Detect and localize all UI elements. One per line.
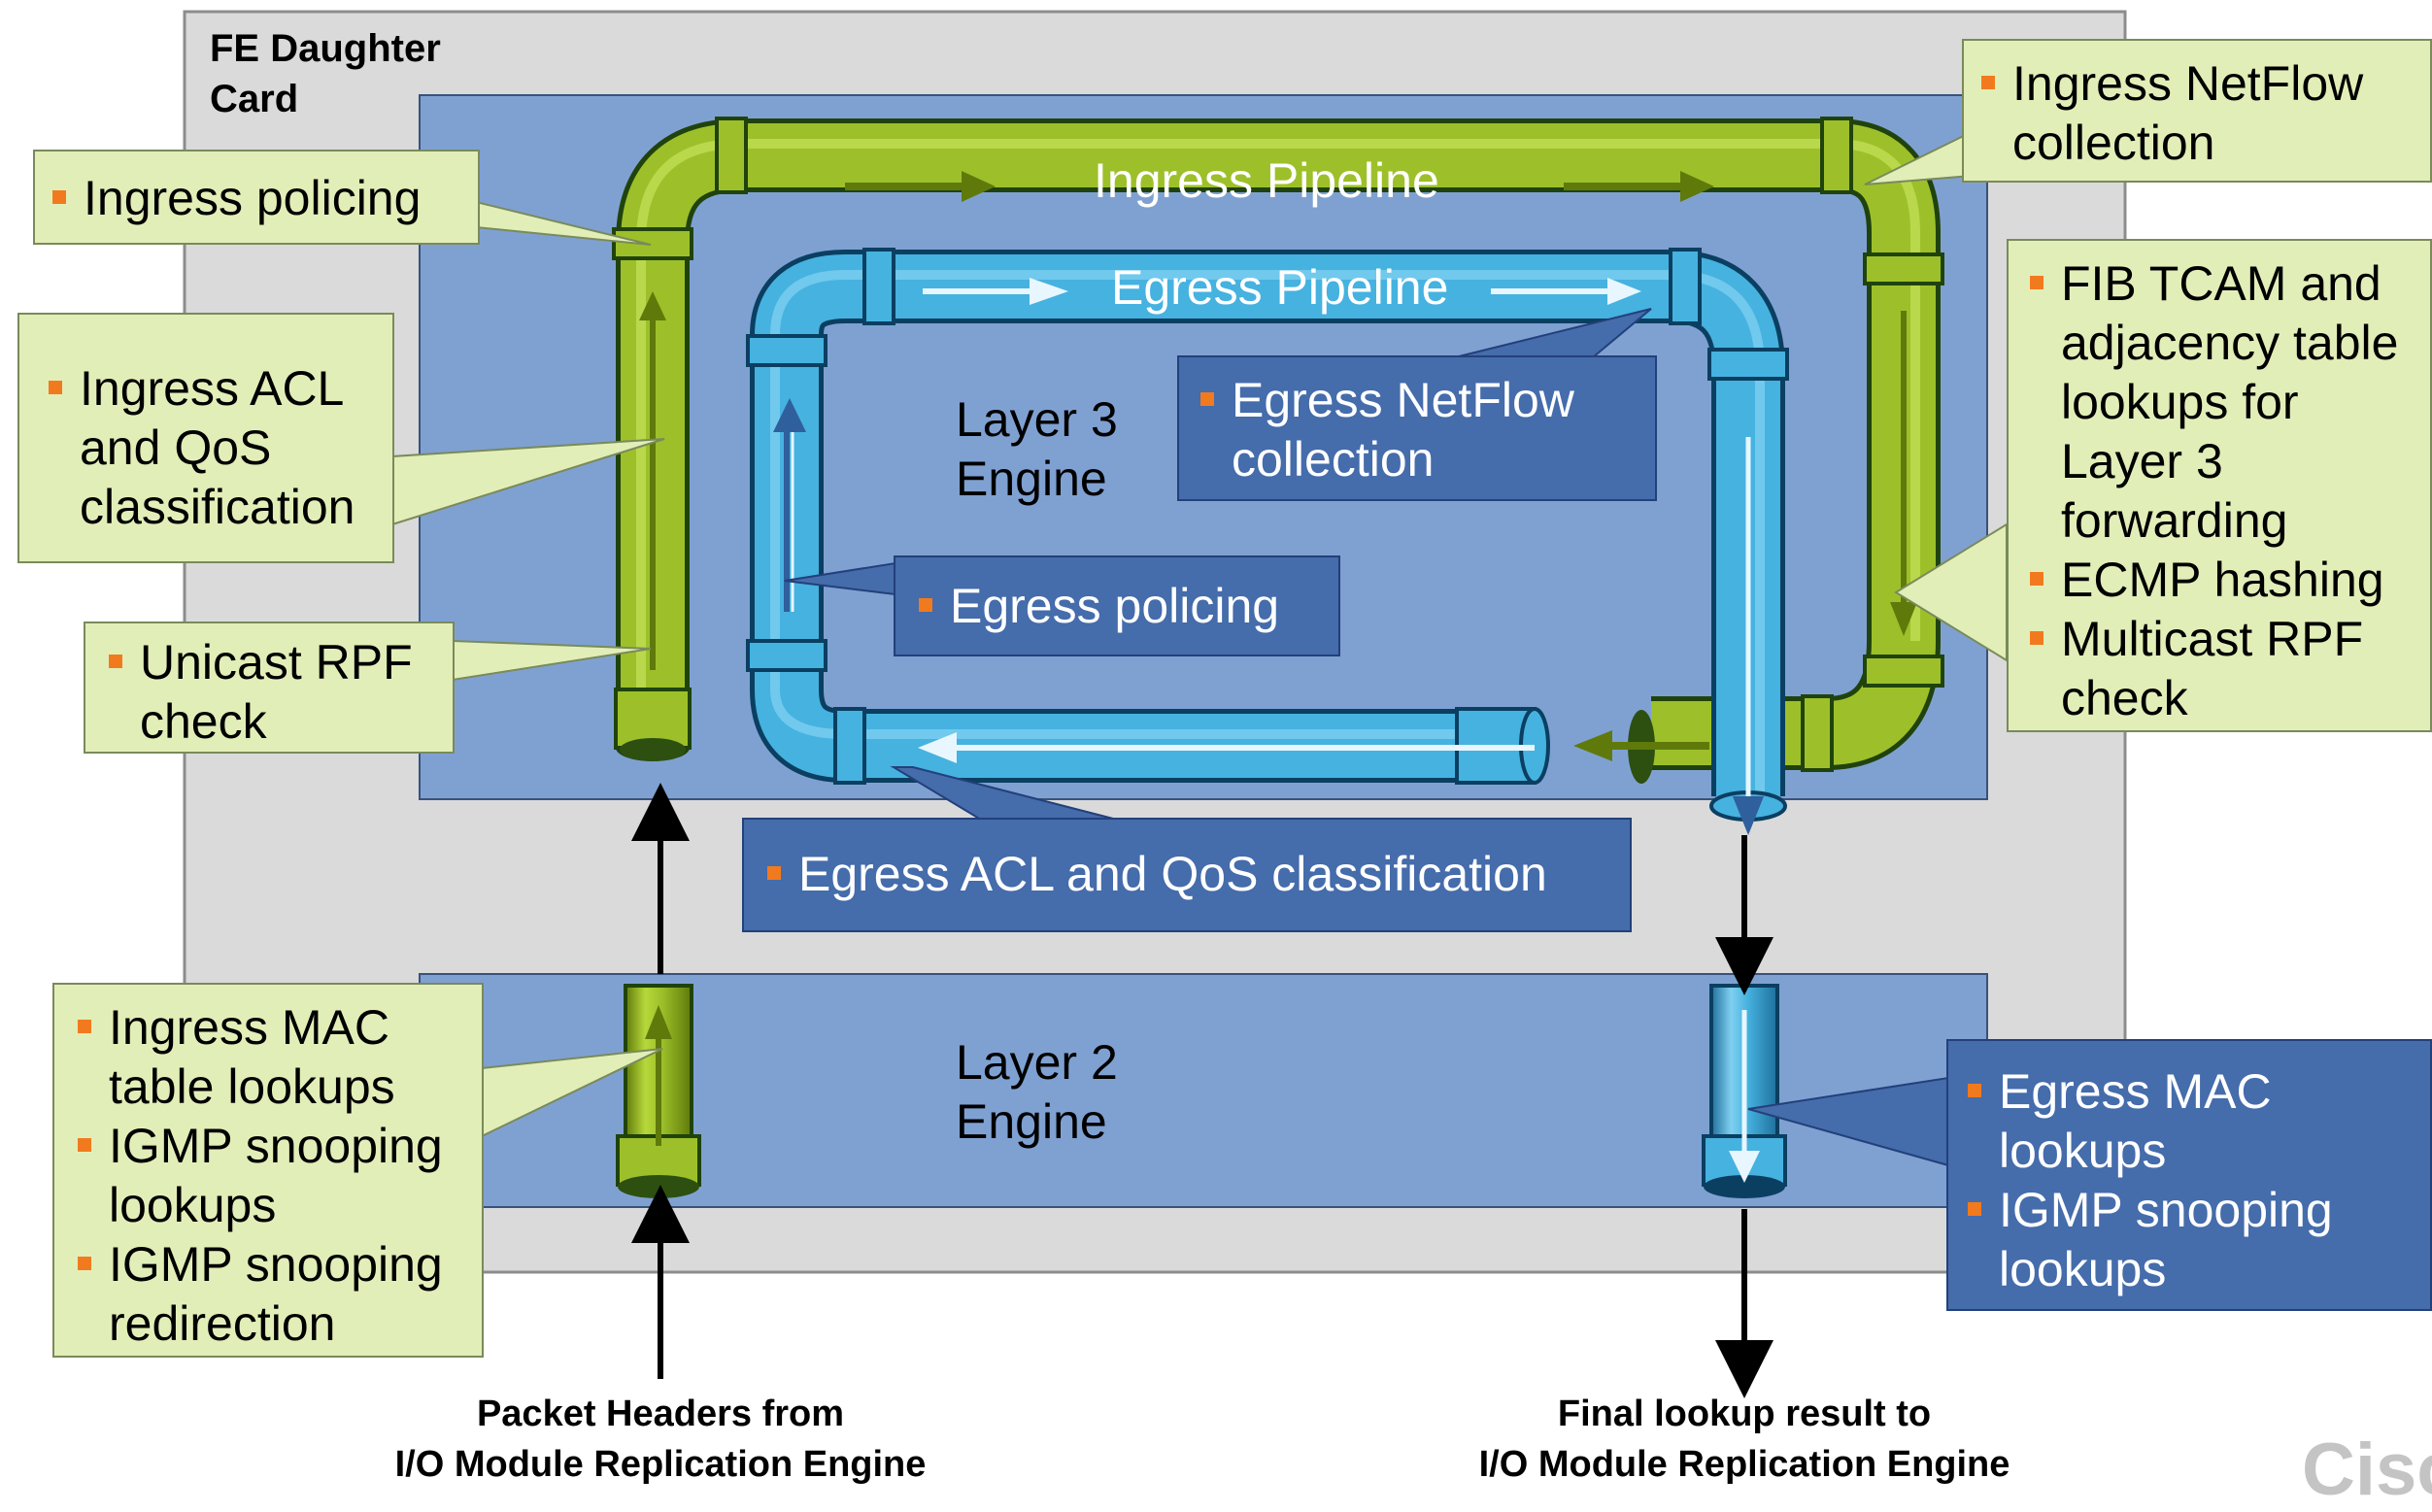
layer2-egress-pipe — [1702, 984, 1787, 1198]
callout-fib: FIB TCAM and adjacency table lookups for… — [2007, 239, 2432, 732]
egress-pipeline-label: Egress Pipeline — [1111, 260, 1449, 315]
callout-ingress-mac: Ingress MAC table lookups IGMP snooping … — [52, 983, 484, 1358]
callout-egress-mac: Egress MAC lookups IGMP snooping lookups — [1946, 1039, 2432, 1311]
bottom-label-output: Final lookup result to I/O Module Replic… — [1478, 1394, 2010, 1485]
bottom-label-input: Packet Headers from I/O Module Replicati… — [394, 1394, 927, 1485]
layer2-ingress-pipe — [616, 984, 701, 1198]
callout-unicast-rpf: Unicast RPF check — [84, 622, 455, 754]
callout-egress-acl: Egress ACL and QoS classification — [742, 818, 1632, 932]
layer3-engine-label: Layer 3 Engine — [956, 392, 1118, 506]
egress-pipe — [746, 248, 1789, 835]
callout-egress-policing: Egress policing — [894, 555, 1340, 656]
callout-egress-netflow: Egress NetFlow collection — [1177, 355, 1657, 501]
layer2-engine-label: Layer 2 Engine — [956, 1035, 1118, 1149]
card-title-line1: FE Daughter — [210, 27, 441, 70]
callout-ingress-acl: Ingress ACL and QoS classification — [17, 313, 394, 563]
callout-ingress-netflow: Ingress NetFlow collection — [1962, 39, 2432, 183]
ingress-pipeline-label: Ingress Pipeline — [1094, 153, 1439, 208]
card-title: FE Daughter Card — [210, 23, 441, 124]
callout-ingress-policing: Ingress policing — [33, 150, 480, 245]
cisco-logo: Cisc — [2302, 1428, 2432, 1511]
card-title-line2: Card — [210, 78, 299, 120]
